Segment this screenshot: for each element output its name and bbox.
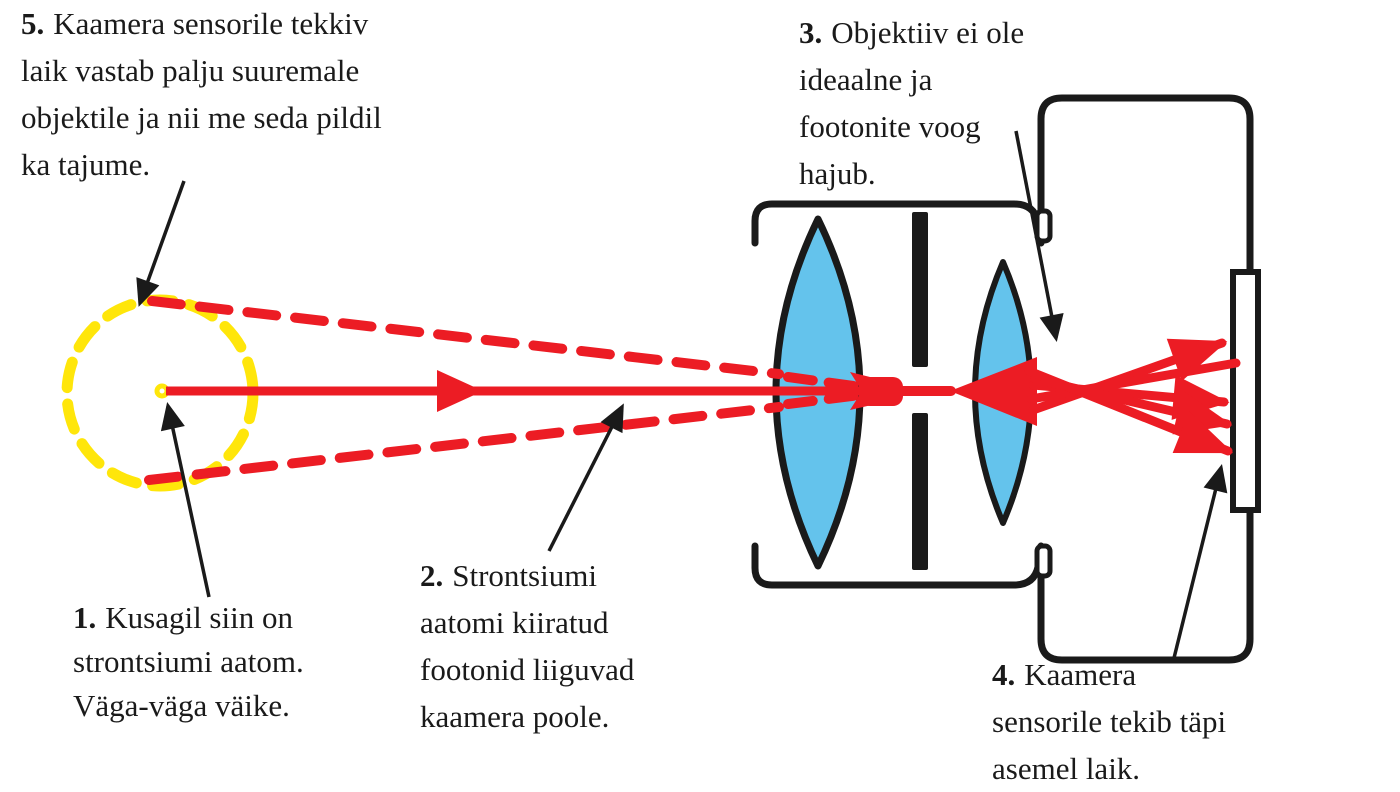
pointer-arrow-step3 [1014,130,1064,343]
annotation-line: Objektiiv ei ole [831,15,1025,50]
pointer-arrow-step4 [1172,464,1228,659]
sensor-ray-5 [1024,366,1234,456]
camera-sensor [1230,269,1261,513]
sensor-ray-1 [1028,338,1228,415]
annotation-line: objektile ja nii me seda pildil [21,100,382,135]
annotation-line: footonite voog [799,109,981,144]
annotation-line: aatomi kiiratud [420,605,609,640]
annotation-step-1: 1.Kusagil siin on strontsiumi aatom. Väg… [73,596,304,728]
annotation-step-3: 3.Objektiiv ei ole ideaalne ja footonite… [799,9,1024,197]
annotation-line: footonid liiguvad [420,652,635,687]
annotation-line: laik vastab palju suuremale [21,53,360,88]
lens-mount-tab-top [1034,208,1053,244]
step-number: 1. [73,600,97,635]
annotation-line: kaamera poole. [420,699,610,734]
aperture-blade-bottom [912,413,928,570]
annotation-line: strontsiumi aatom. [73,644,304,679]
lens-mount-tab-bottom [1034,543,1053,579]
lens-barrel-top [751,200,1045,247]
annotation-line: Väga-väga väike. [73,688,290,723]
step-number: 4. [992,657,1016,692]
aperture-blade-top [912,212,928,367]
pointer-arrow-step5 [136,180,186,307]
annotation-step-5: 5.Kaamera sensorile tekkiv laik vastab p… [21,0,382,188]
annotation-line: ka tajume. [21,147,151,182]
annotation-line: asemel laik. [992,751,1141,786]
annotation-line: Kusagil siin on [105,600,293,635]
photon-ray-dashed-upper-lens-segment [783,372,873,393]
step-number: 3. [799,15,823,50]
photon-ray-dashed-lower [144,402,784,485]
lens-barrel-bottom [751,542,1045,589]
pointer-arrow-step1 [160,402,211,598]
waist-neck [898,386,956,396]
step-number: 2. [420,558,444,593]
step-number: 5. [21,6,45,41]
annotation-line: sensorile tekib täpi [992,704,1227,739]
aperture-waist [860,377,903,406]
photon-ray-dashed-lower-lens-segment [783,389,873,409]
annotation-step-2: 2.Strontsiumi aatomi kiiratud footonid l… [420,552,634,740]
annotation-line: Kaamera sensorile tekkiv [53,6,369,41]
photon-ray-dashed-upper [147,296,784,379]
diverging-cone [950,357,1037,426]
annotation-line: Strontsiumi [452,558,597,593]
annotation-line: ideaalne ja [799,62,933,97]
annotation-line: Kaamera [1024,657,1137,692]
strontium-atom-dot [154,383,170,399]
annotation-step-4: 4.Kaamera sensorile tekib täpi asemel la… [992,651,1226,792]
photon-ray-axis-arrowhead [437,370,483,412]
sensor-ray-2 [1026,358,1241,404]
pointer-arrow-step2 [547,403,624,552]
annotation-line: hajub. [799,156,876,191]
